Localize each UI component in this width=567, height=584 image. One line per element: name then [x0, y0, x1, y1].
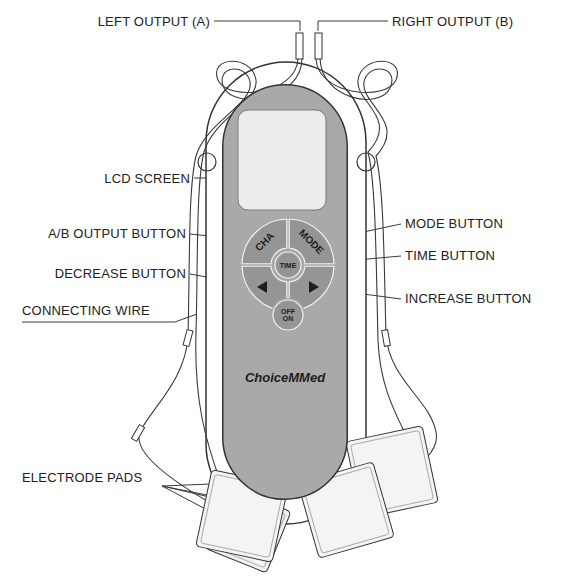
- wire-connector: [382, 330, 391, 347]
- device-body: ChoiceMMedCHAMODETIMEOFF ON: [222, 84, 348, 500]
- brand-name: ChoiceMMed: [245, 371, 325, 384]
- leader-line: [318, 21, 388, 31]
- lcd-screen: [238, 110, 326, 210]
- callout-label: MODE BUTTON: [405, 216, 503, 232]
- wire-connector: [183, 329, 193, 346]
- housing-frame: [206, 62, 366, 524]
- right-arrow-symbol: [309, 281, 319, 293]
- callout-label: INCREASE BUTTON: [405, 291, 531, 307]
- callout-label: CONNECTING WIRE: [22, 303, 150, 319]
- callout-label: LEFT OUTPUT (A): [98, 14, 210, 30]
- callout-label: A/B OUTPUT BUTTON: [48, 226, 186, 242]
- device-body-shape: [222, 84, 348, 500]
- time-button: TIME: [274, 251, 302, 279]
- output-plug: [296, 33, 303, 59]
- button-text: OFF ON: [278, 308, 298, 322]
- left-arrow-symbol: [257, 281, 267, 293]
- output-plug: [315, 33, 322, 59]
- power-button: OFF ON: [271, 298, 305, 332]
- button-text: TIME: [280, 262, 297, 269]
- wire-clip: [357, 153, 375, 171]
- leader-line: [214, 21, 300, 31]
- callout-label: LCD SCREEN: [104, 171, 190, 187]
- callout-label: ELECTRODE PADS: [22, 470, 142, 486]
- callout-label: DECREASE BUTTON: [55, 266, 186, 282]
- callout-label: RIGHT OUTPUT (B): [392, 14, 513, 30]
- callout-label: TIME BUTTON: [405, 248, 495, 264]
- wire-connector: [131, 425, 144, 442]
